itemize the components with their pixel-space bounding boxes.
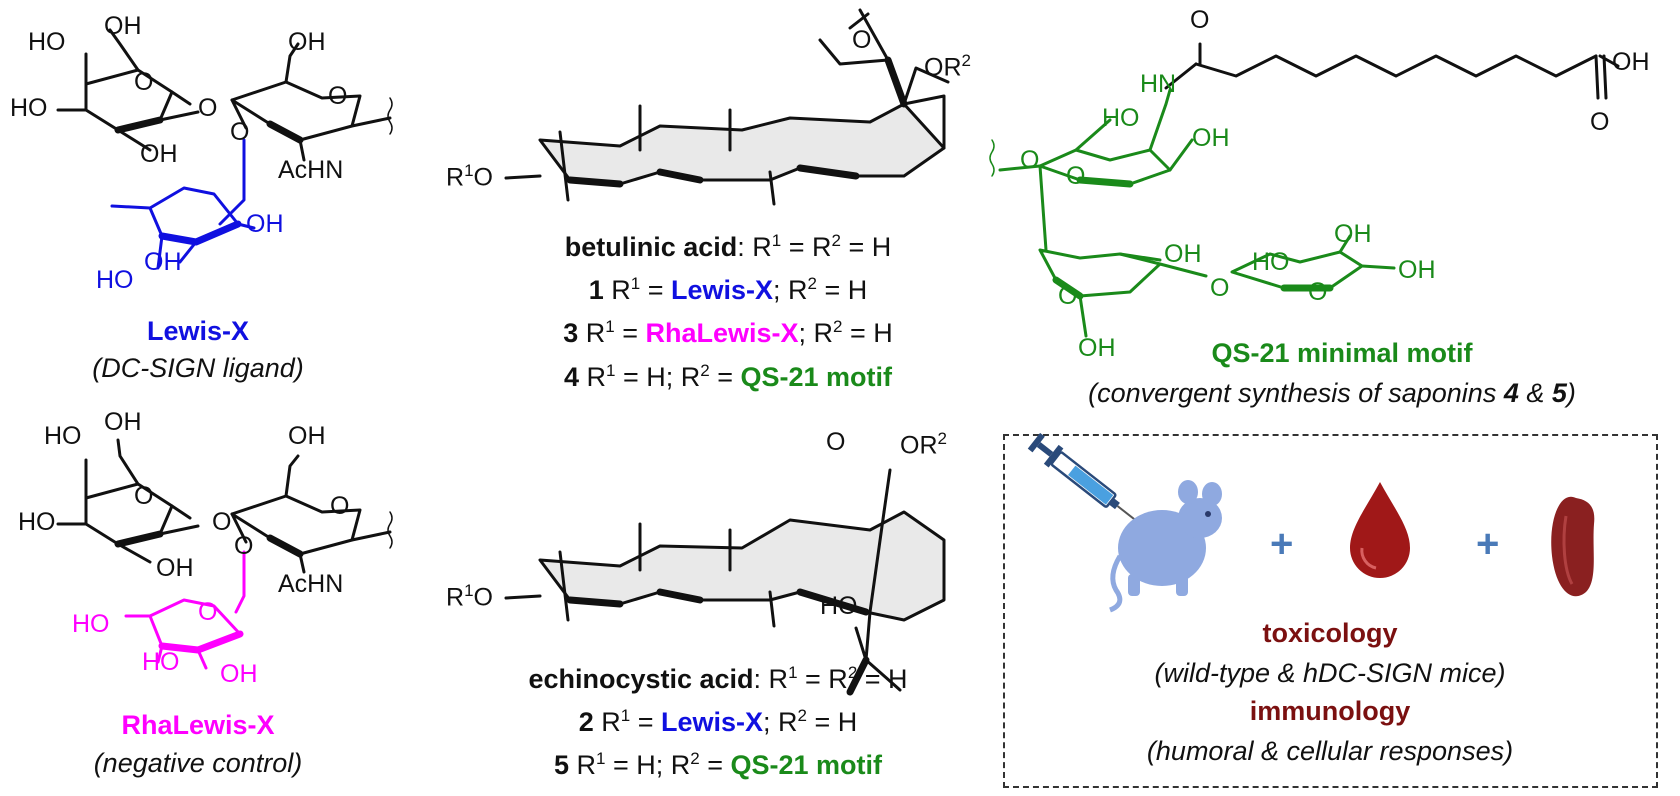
betulinic-structure bbox=[504, 8, 950, 206]
qs21-amide-hn: HN bbox=[1140, 70, 1177, 98]
mouse-icon bbox=[1109, 480, 1222, 613]
qs21-atom-ho: HO bbox=[1102, 104, 1140, 132]
lewisx-ring-o: O bbox=[134, 68, 154, 96]
qs21-acid-o: O bbox=[1590, 108, 1610, 136]
lewisx-atom-oh: OH bbox=[288, 28, 326, 56]
toxicology-detail: (wild-type & hDC-SIGN mice) bbox=[1154, 658, 1506, 688]
echinocystic-ho: HO bbox=[820, 592, 858, 620]
betulinic-carbonyl-o: O bbox=[852, 26, 872, 54]
echinocystic-or2: OR2 bbox=[900, 429, 947, 460]
lewisx-structure bbox=[56, 28, 393, 162]
qs21-acid-oh: OH bbox=[1612, 48, 1650, 76]
qs21-ring-o: O bbox=[1308, 278, 1328, 306]
rhalewisx-acetamido: AcHN bbox=[278, 570, 344, 598]
rhamnose-atom-ho: HO bbox=[142, 648, 180, 676]
qs21-caption: (convergent synthesis of saponins 4 & 5) bbox=[1088, 378, 1576, 408]
rhalewisx-structure bbox=[56, 438, 393, 574]
rhalewisx-name: RhaLewis-X bbox=[121, 710, 275, 740]
rhalewisx-ring-o: O bbox=[330, 492, 350, 520]
lewisx-ring-o: O bbox=[328, 82, 348, 110]
betulinic-or2: OR2 bbox=[924, 51, 971, 82]
qs21-atom-oh: OH bbox=[1192, 124, 1230, 152]
immunology-detail: (humoral & cellular responses) bbox=[1146, 736, 1514, 766]
rhamnose-structure bbox=[124, 550, 246, 670]
fucose-atom-oh: OH bbox=[144, 248, 182, 276]
rhalewisx-glycosidic-o: O bbox=[234, 532, 254, 560]
blood-drop-icon bbox=[1350, 482, 1410, 578]
qs21-atom-oh: OH bbox=[1078, 334, 1116, 362]
rhamnose-atom-oh: OH bbox=[220, 660, 258, 688]
syringe-icon bbox=[1027, 432, 1145, 528]
qs21-ring-o: O bbox=[1066, 162, 1086, 190]
rhalewisx-atom-oh: OH bbox=[288, 422, 326, 450]
rhalewisx-atom-ho: HO bbox=[44, 422, 82, 450]
betulinic-line-4: 4 R1 = H; R2 = QS-21 motif bbox=[563, 361, 893, 392]
fucose-atom-ho: HO bbox=[96, 266, 134, 294]
qs21-ring-o: O bbox=[1058, 282, 1078, 310]
rhalewisx-atom-oh: OH bbox=[104, 408, 142, 436]
lewisx-atom-oh: OH bbox=[104, 12, 142, 40]
betulinic-line-2: 1 R1 = Lewis-X; R2 = H bbox=[588, 274, 868, 305]
fucose-structure bbox=[110, 138, 256, 270]
qs21-structure bbox=[989, 88, 1396, 338]
echinocystic-structure bbox=[504, 468, 946, 696]
qs21-atom-ho: HO bbox=[1252, 248, 1290, 276]
lewisx-name: Lewis-X bbox=[146, 316, 250, 346]
fucose-atom-oh: OH bbox=[246, 210, 284, 238]
qs21-atom-oh: OH bbox=[1334, 220, 1372, 248]
echinocystic-carbonyl-o: O bbox=[826, 428, 846, 456]
plus-sign-1: + bbox=[1270, 522, 1294, 566]
echinocystic-r1: R1O bbox=[446, 581, 493, 612]
betulinic-line-1: betulinic acid: R1 = R2 = H bbox=[564, 231, 892, 262]
lewisx-glycosidic-o: O bbox=[230, 118, 250, 146]
qs21-name: QS-21 minimal motif bbox=[1211, 338, 1473, 368]
betulinic-line-3: 3 R1 = RhaLewis-X; R2 = H bbox=[563, 317, 893, 348]
qs21-atom-oh: OH bbox=[1398, 256, 1436, 284]
rhamnose-ring-o: O bbox=[198, 598, 218, 626]
lewisx-glycosidic-o: O bbox=[198, 94, 218, 122]
plus-sign-2: + bbox=[1476, 522, 1500, 566]
echinocystic-line-2: 2 R1 = Lewis-X; R2 = H bbox=[578, 706, 858, 737]
betulinic-r1: R1O bbox=[446, 161, 493, 192]
lewisx-atom-ho: HO bbox=[10, 94, 48, 122]
spleen-icon bbox=[1551, 496, 1595, 597]
rhalewisx-atom-oh: OH bbox=[156, 554, 194, 582]
qs21-glycosidic-o: O bbox=[1210, 274, 1230, 302]
rhalewisx-atom-ho: HO bbox=[18, 508, 56, 536]
echinocystic-line-3: 5 R1 = H; R2 = QS-21 motif bbox=[553, 749, 883, 780]
lewisx-atom-ho: HO bbox=[28, 28, 66, 56]
evaluation-box bbox=[1003, 434, 1658, 788]
qs21-atom-oh: OH bbox=[1164, 240, 1202, 268]
toxicology-title: toxicology bbox=[1262, 618, 1398, 648]
qs21-ring-o: O bbox=[1020, 146, 1040, 174]
rhalewisx-role: (negative control) bbox=[93, 748, 303, 778]
qs21-amide-o: O bbox=[1190, 6, 1210, 34]
rhalewisx-glycosidic-o: O bbox=[212, 508, 232, 536]
lewisx-role: (DC-SIGN ligand) bbox=[92, 353, 304, 383]
rhalewisx-ring-o: O bbox=[134, 482, 154, 510]
lewisx-acetamido: AcHN bbox=[278, 156, 344, 184]
immunology-title: immunology bbox=[1249, 696, 1411, 726]
lipid-chain bbox=[1164, 42, 1620, 100]
lewisx-atom-oh: OH bbox=[140, 140, 178, 168]
echinocystic-line-1: echinocystic acid: R1 = R2 = H bbox=[528, 663, 908, 694]
rhamnose-atom-ho: HO bbox=[72, 610, 110, 638]
